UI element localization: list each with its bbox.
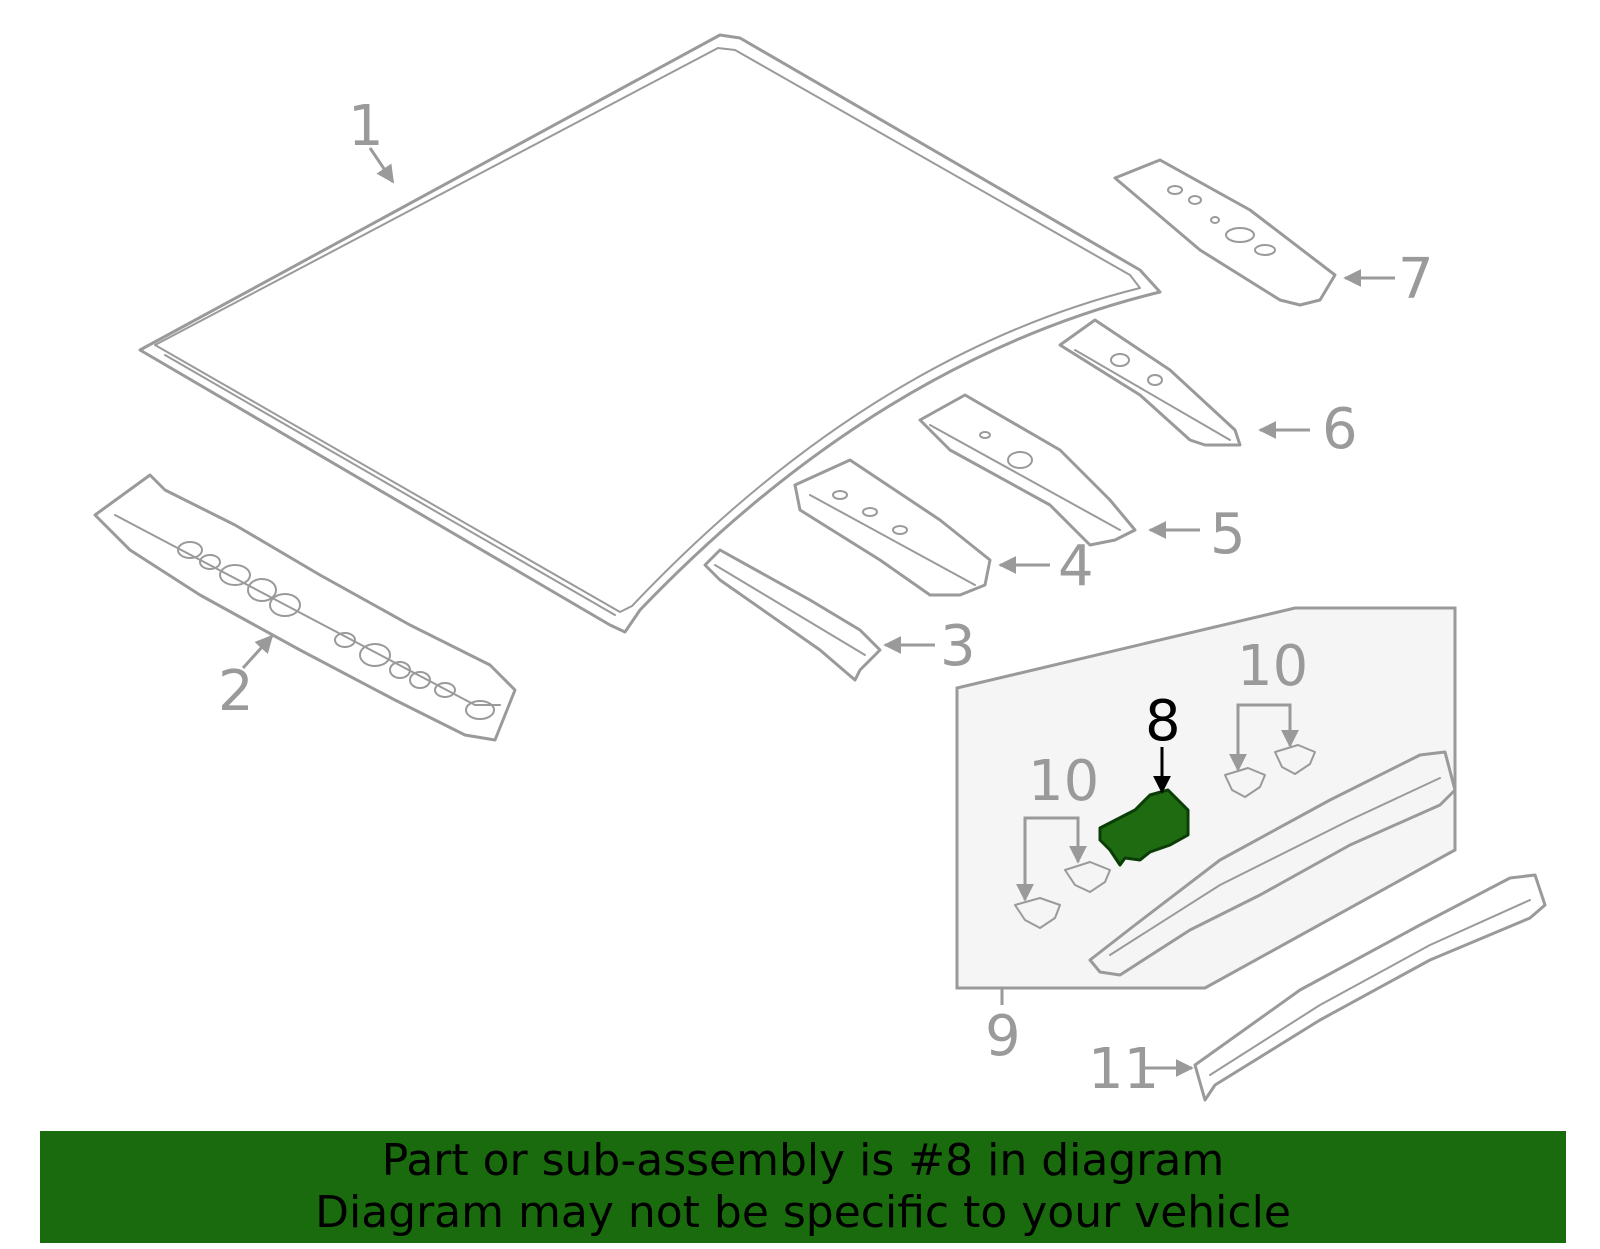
callout-4: 4 (1058, 534, 1094, 599)
callout-7: 7 (1398, 247, 1434, 312)
roof-bow-4 (793, 458, 992, 597)
callout-3: 3 (940, 614, 976, 679)
callout-8: 8 (1145, 689, 1181, 754)
callout-5: 5 (1210, 502, 1246, 567)
callout-6: 6 (1322, 397, 1358, 462)
leader-lines (241, 147, 1395, 1077)
callout-10-left: 10 (1028, 749, 1099, 814)
side-roof-rail (1193, 873, 1547, 1102)
callout-1: 1 (348, 94, 384, 159)
roof-bow-6 (1058, 318, 1242, 447)
roof-bow-3 (703, 548, 882, 682)
roof-panel (138, 33, 1162, 634)
roof-bow-5 (918, 393, 1137, 547)
callout-10-right: 10 (1237, 634, 1308, 699)
rear-header-panel (1113, 158, 1337, 307)
side-rail-reinforcement (1088, 750, 1457, 977)
highlighted-part-8 (1098, 788, 1190, 867)
clip-parts (1014, 744, 1316, 929)
banner-line-2: Diagram may not be specific to your vehi… (315, 1187, 1291, 1238)
front-header-panel (93, 473, 517, 742)
banner-line-1: Part or sub-assembly is #8 in diagram (381, 1135, 1225, 1186)
callout-9: 9 (985, 1004, 1021, 1069)
sub-assembly-box (955, 606, 1457, 990)
callout-11: 11 (1088, 1037, 1159, 1102)
callout-2: 2 (218, 659, 254, 724)
info-banner: Part or sub-assembly is #8 in diagram Di… (40, 1131, 1566, 1243)
